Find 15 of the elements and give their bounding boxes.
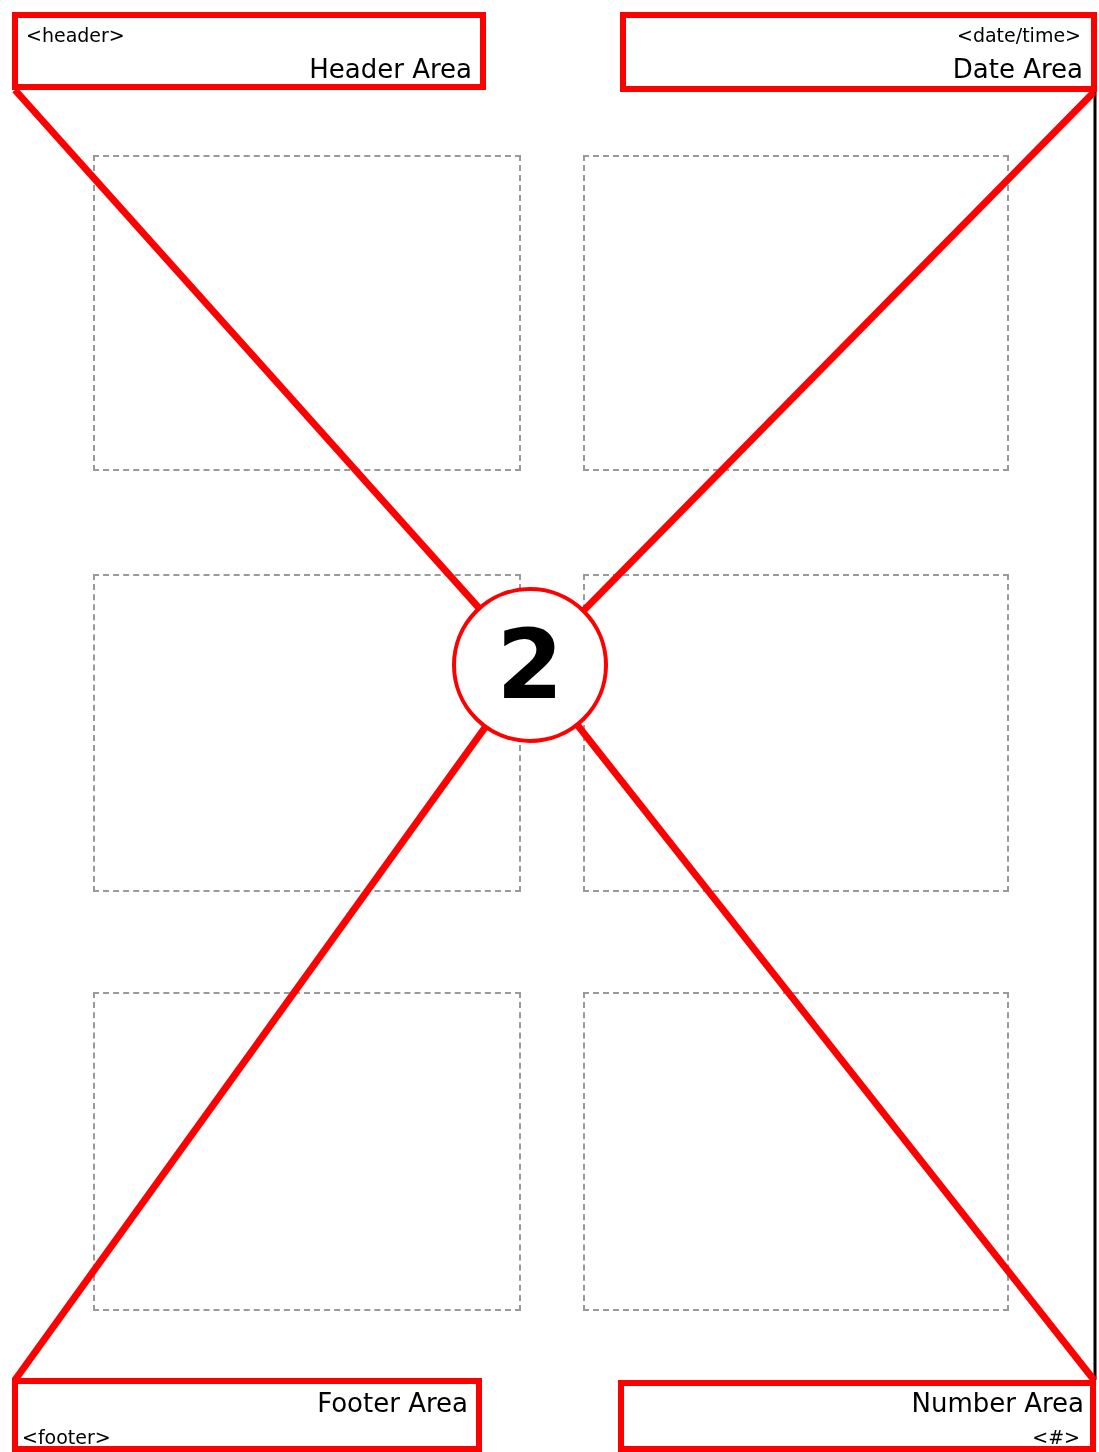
placeholder-tag: <date/time>: [957, 24, 1081, 46]
placeholder-tag: <header>: [26, 24, 125, 46]
area-label: Footer Area: [317, 1388, 468, 1418]
placeholder-box: [618, 1380, 1096, 1452]
placeholder-box: [12, 12, 486, 90]
area-label: Number Area: [911, 1388, 1084, 1418]
placeholder-tag: <footer>: [22, 1426, 111, 1448]
page-number-circle: 2: [452, 587, 608, 743]
placeholder-box: [620, 12, 1097, 92]
placeholder-tag: <#>: [1032, 1426, 1080, 1448]
area-label: Header Area: [309, 54, 472, 84]
connector-line: [574, 723, 1097, 1383]
placeholder-box: [12, 1378, 482, 1452]
area-label: Date Area: [952, 54, 1083, 84]
connector-line: [12, 87, 482, 610]
